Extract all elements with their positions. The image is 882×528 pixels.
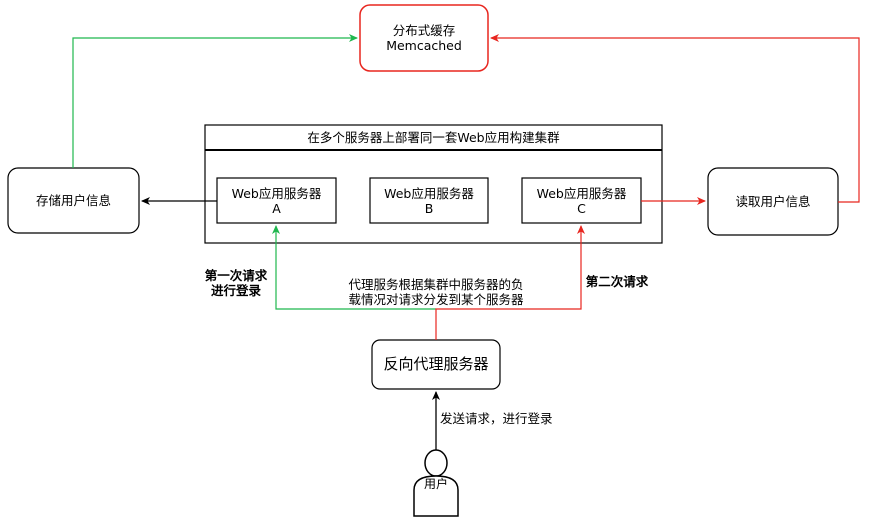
read-user-label: 读取用户信息: [735, 194, 811, 209]
cache-label: 分布式缓存 Memcached: [360, 5, 488, 71]
server-c-label: Web应用服务器 C: [522, 178, 641, 223]
proxy-note-line1: 代理服务根据集群中服务器的负: [348, 277, 524, 292]
cache-label-line2: Memcached: [386, 38, 462, 53]
server-a-label-line1: Web应用服务器: [231, 185, 322, 201]
proxy-note-line2: 载情况对请求分发到某个服务器: [348, 292, 524, 307]
first-request-line2: 进行登录: [210, 283, 261, 298]
server-a-label: Web应用服务器 A: [217, 178, 336, 223]
edge-read-to-cache: [490, 34, 860, 203]
proxy-note-label: 代理服务根据集群中服务器的负 载情况对请求分发到某个服务器: [330, 276, 542, 308]
second-request-label: 第二次请求: [585, 273, 649, 289]
store-user-label: 存储用户信息: [35, 193, 111, 208]
first-request-line1: 第一次请求: [204, 268, 268, 283]
cache-label-line1: 分布式缓存: [392, 23, 456, 38]
user-label: 用户: [423, 476, 448, 491]
send-request-label: 发送请求，进行登录: [440, 410, 553, 426]
server-a-label-line2: A: [272, 200, 281, 216]
proxy-label: 反向代理服务器: [383, 355, 489, 373]
edge-proxy-to-server-c: [435, 225, 585, 340]
server-b-label-line1: Web应用服务器: [384, 185, 474, 201]
first-request-label: 第一次请求 进行登录: [195, 266, 277, 300]
edge-store-to-cache: [72, 34, 358, 168]
user-actor-icon: [413, 449, 459, 517]
server-c-label-line1: Web应用服务器: [536, 185, 627, 201]
server-b-label-line2: B: [424, 200, 434, 216]
cluster-title: 在多个服务器上部署同一套Web应用构建集群: [307, 130, 560, 145]
server-b-label: Web应用服务器 B: [370, 178, 488, 223]
server-c-label-line2: C: [577, 200, 586, 216]
server-c-node: [521, 177, 642, 224]
server-b-node: [369, 177, 489, 224]
edge-proxy-to-server-a: [272, 225, 436, 310]
cache-node: [359, 4, 489, 72]
